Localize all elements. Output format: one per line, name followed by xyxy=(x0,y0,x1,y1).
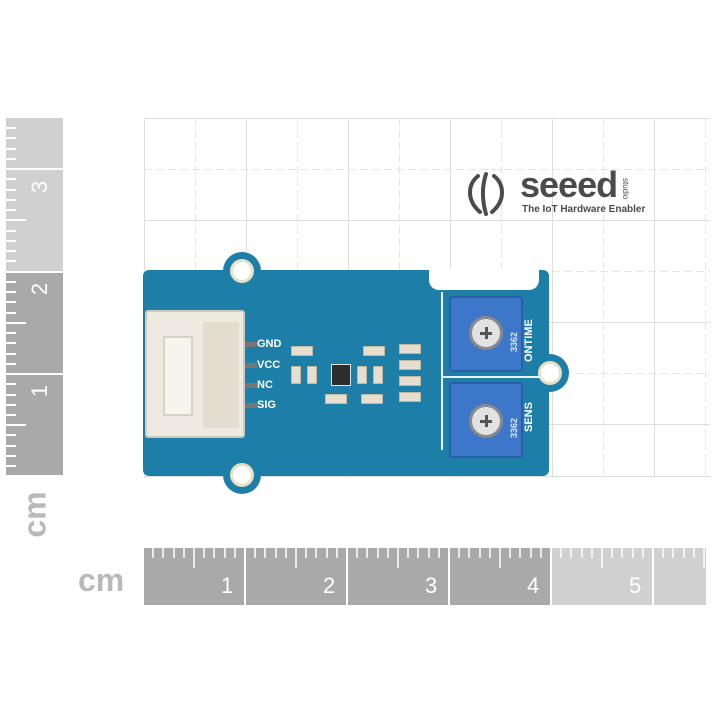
grove-connector xyxy=(145,310,245,438)
mount-hole-right xyxy=(538,361,562,385)
mount-hole-bottom xyxy=(230,463,254,487)
seeed-logo: seeed studio The IoT Hardware Enabler xyxy=(458,164,658,220)
ruler-v-unit: cm xyxy=(16,491,53,538)
pin-label-nc: NC xyxy=(257,379,273,391)
pin-label-vcc: VCC xyxy=(257,359,281,371)
ruler-v-label-1: 1 xyxy=(27,384,53,398)
pcb-board: GND VCC NC SIG 3362 3362 ONTIME SENS xyxy=(143,252,569,494)
horizontal-ruler: 1 2 3 4 5 xyxy=(143,548,706,605)
ruler-h-label-1: 1 xyxy=(221,573,234,598)
ontime-potentiometer[interactable]: 3362 xyxy=(449,296,523,372)
ruler-h-label-2: 2 xyxy=(323,573,336,598)
sens-label: SENS xyxy=(523,402,535,432)
ruler-h-label-5: 5 xyxy=(629,573,642,598)
seeed-brand: seeed xyxy=(520,164,618,205)
ruler-v-label-3: 3 xyxy=(27,180,53,194)
ruler-h-label-4: 4 xyxy=(527,573,540,598)
sens-potentiometer[interactable]: 3362 xyxy=(449,382,523,458)
vertical-ruler: 3 2 1 xyxy=(6,118,64,476)
sens-pot-code: 3362 xyxy=(509,417,519,438)
sens-knob[interactable] xyxy=(469,404,503,438)
seeed-tagline: The IoT Hardware Enabler xyxy=(522,204,646,215)
ontime-label: ONTIME xyxy=(523,319,535,362)
ontime-knob[interactable] xyxy=(469,316,503,350)
mount-hole-top xyxy=(230,259,254,283)
pin-label-gnd: GND xyxy=(257,338,282,350)
ruler-v-label-2: 2 xyxy=(27,282,53,296)
seeed-flame-icon xyxy=(468,172,504,216)
ontime-pot-code: 3362 xyxy=(509,331,519,352)
ruler-h-unit: cm xyxy=(78,562,125,598)
ruler-h-label-3: 3 xyxy=(425,573,438,598)
seeed-sub: studio xyxy=(621,178,630,200)
sensor-chip xyxy=(331,364,351,386)
pin-label-sig: SIG xyxy=(257,399,276,411)
